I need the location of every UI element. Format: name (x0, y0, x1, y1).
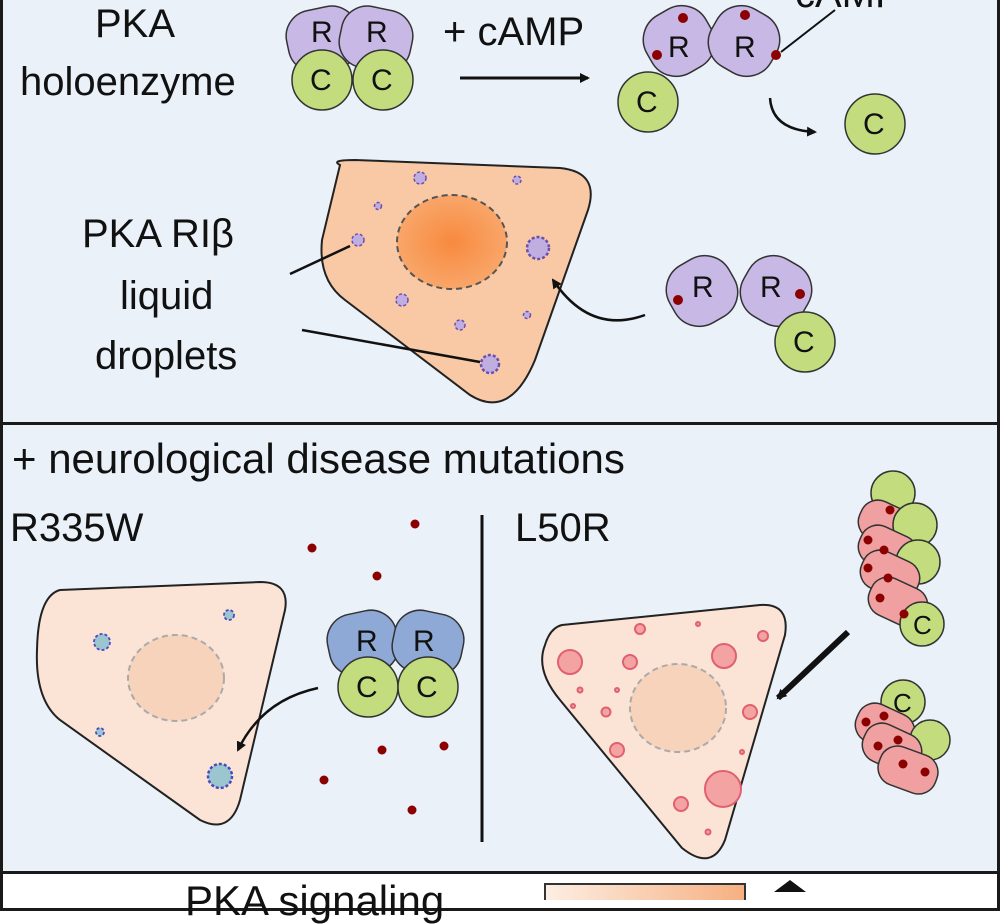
droplet (223, 609, 235, 621)
r-letter: R (413, 625, 435, 658)
cell-wildtype (289, 158, 592, 404)
c-subunit (617, 71, 679, 133)
r335w-holoenzyme (326, 609, 465, 718)
r-letter: R (692, 271, 714, 304)
l50r-label: L50R (515, 506, 611, 550)
droplet (576, 686, 584, 694)
droplet (673, 796, 689, 812)
droplet (757, 630, 769, 642)
droplet (93, 633, 111, 651)
increase-arrow-icon (774, 880, 806, 892)
camp-dot (740, 10, 750, 20)
r-subunit (642, 4, 716, 78)
camp-dot (673, 295, 683, 305)
camp-dot (771, 50, 781, 60)
droplet (609, 742, 625, 758)
droplet (614, 687, 620, 693)
release-arrow (768, 97, 817, 137)
droplet (525, 235, 551, 261)
droplet (206, 762, 234, 790)
signaling-gradient-bar (544, 883, 746, 900)
camp-dot (795, 289, 805, 299)
c-subunit (774, 311, 836, 373)
r335w-label: R335W (10, 506, 144, 550)
droplet (351, 233, 365, 247)
droplet (600, 706, 612, 718)
camp-label: cAMP (795, 0, 902, 14)
rib-holoenzyme (665, 254, 836, 373)
c-letter: C (356, 671, 378, 704)
c-letter: C (893, 688, 912, 718)
r-letter: R (366, 16, 388, 49)
c-letter: C (863, 108, 885, 141)
droplet-pointer (289, 244, 351, 276)
droplet (454, 319, 466, 331)
droplet (413, 171, 427, 185)
c-letter: C (913, 610, 932, 640)
diagram-canvas (35, 4, 951, 900)
cell-l50r (541, 603, 787, 860)
droplet-pointer (301, 328, 481, 364)
droplet (557, 649, 583, 675)
free-c-subunit (844, 93, 906, 155)
droplet (711, 643, 737, 669)
droplet (373, 201, 383, 211)
droplet (95, 727, 105, 737)
c-letter: C (310, 64, 332, 97)
r-subunit (739, 254, 813, 328)
r-letter: R (356, 625, 378, 658)
droplet (695, 621, 701, 627)
pka-holoenzyme (285, 5, 414, 111)
r-letter: R (668, 31, 690, 64)
c-letter: C (793, 326, 815, 359)
r-letter: R (311, 16, 333, 49)
recruitment-arrow (236, 686, 319, 752)
camp-dot (678, 13, 688, 23)
droplet (704, 770, 742, 808)
l50r-aggregate-lower (854, 679, 951, 795)
droplet (570, 703, 576, 709)
mutations-heading: + neurological disease mutations (12, 435, 625, 482)
nucleus (396, 194, 508, 290)
cell-r335w (35, 580, 287, 826)
droplet (634, 623, 646, 635)
c-letter: C (636, 86, 658, 119)
activated-r-dimer (617, 4, 836, 133)
droplet-label-line3: droplets (95, 334, 238, 378)
c-subunit (352, 49, 414, 111)
r-letter: R (760, 271, 782, 304)
droplet-label-line2: liquid (120, 274, 214, 318)
droplet (742, 704, 758, 720)
droplet (622, 654, 638, 670)
droplet (512, 175, 522, 185)
c-letter: C (371, 64, 393, 97)
c-subunit (397, 656, 459, 718)
droplet (479, 353, 501, 375)
r-letter: R (734, 31, 756, 64)
r-subunit (665, 254, 739, 328)
droplet (395, 293, 409, 307)
nucleus (127, 634, 225, 722)
droplet-label-line1: PKA RIβ (82, 212, 234, 256)
pka-signaling-label: PKA signaling (185, 877, 445, 924)
recruitment-arrow (551, 278, 646, 322)
l50r-aggregate-upper (857, 470, 945, 647)
droplet (522, 310, 532, 320)
nucleus (629, 663, 727, 753)
camp-pointer (780, 9, 836, 53)
c-subunit (291, 49, 353, 111)
free-camp (307, 519, 449, 815)
droplet (739, 749, 745, 755)
c-letter: C (416, 671, 438, 704)
camp-arrow-label: + cAMP (443, 10, 585, 54)
pka-label-line2: holoenzyme (20, 60, 236, 104)
camp-dot (652, 50, 662, 60)
strong-recruitment-arrow (775, 629, 851, 701)
droplet (704, 828, 712, 836)
pka-label-line1: PKA (95, 2, 176, 46)
